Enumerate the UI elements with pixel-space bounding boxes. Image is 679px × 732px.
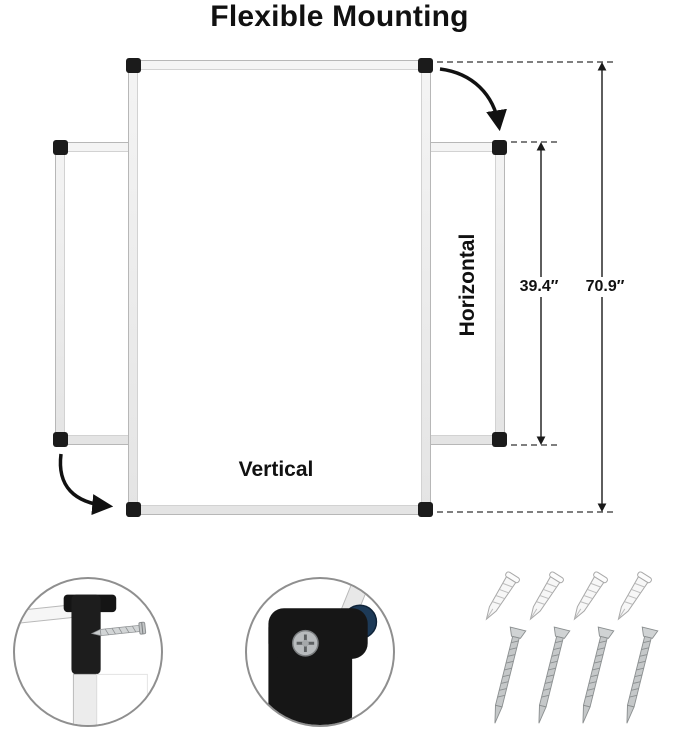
- corner-cap: [418, 58, 433, 73]
- mounting-hardware: [479, 570, 659, 726]
- corner-hinge-knob-detail-icon: [268, 579, 383, 725]
- screw-icon: [574, 626, 615, 726]
- screw-icon: [530, 626, 571, 726]
- screw-head-icon: [292, 629, 319, 657]
- dimension-label-39: 39.4″: [516, 277, 562, 297]
- screw-icon: [90, 621, 147, 637]
- bracket-icon: [63, 594, 117, 675]
- page-title: Flexible Mounting: [210, 0, 469, 33]
- corner-cap: [492, 432, 507, 447]
- corner-cap: [492, 140, 507, 155]
- screw-icon: [486, 626, 527, 726]
- horizontal-orientation-label: Horizontal: [456, 233, 479, 337]
- bracket-icon: [268, 608, 368, 725]
- wall-anchor-icon: [567, 570, 609, 624]
- corner-cap: [53, 432, 68, 447]
- vertical-board-surface: [137, 69, 422, 506]
- dimension-label-70: 70.9″: [582, 277, 628, 297]
- corner-cap: [126, 58, 141, 73]
- vertical-orientation-label: Vertical: [238, 458, 314, 481]
- corner-cap: [126, 502, 141, 517]
- corner-cap: [418, 502, 433, 517]
- mount-detail-left: [13, 577, 163, 727]
- rotation-arrow-bottom-icon: [58, 453, 114, 516]
- rotation-arrow-top-icon: [439, 67, 507, 132]
- corner-bracket-screw-detail-icon: [15, 594, 148, 725]
- corner-cap: [53, 140, 68, 155]
- mount-detail-middle: [245, 577, 395, 727]
- frame-rail-icon: [72, 673, 148, 725]
- wall-anchor-icon: [611, 570, 653, 624]
- vertical-board: [126, 58, 433, 517]
- screw-icon: [618, 626, 659, 726]
- wall-anchor-icon: [523, 570, 565, 624]
- wall-anchor-icon: [479, 570, 521, 624]
